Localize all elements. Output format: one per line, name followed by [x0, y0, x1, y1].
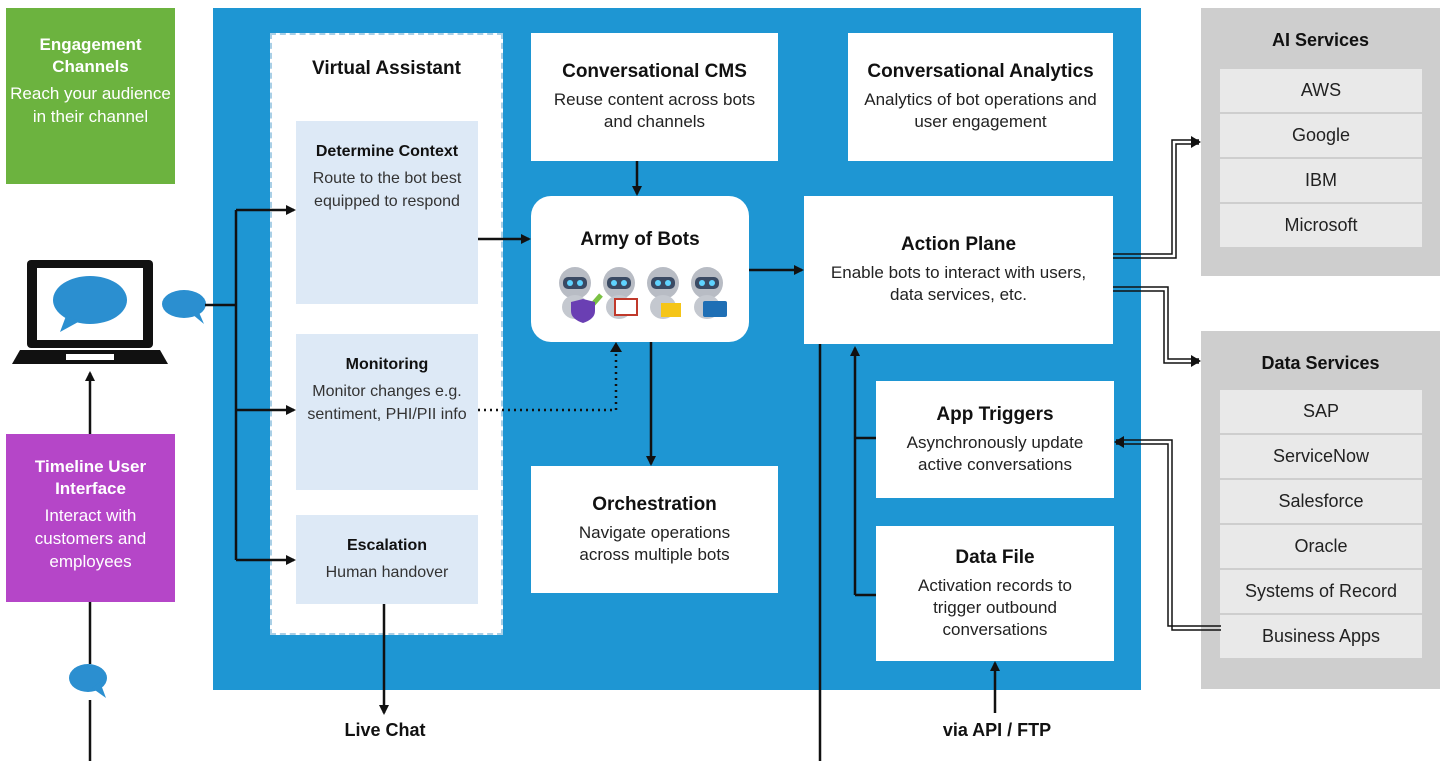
data-service-item: Systems of Record — [1220, 570, 1422, 615]
double-line-data-a — [1113, 286, 1199, 360]
bots-illustration — [559, 267, 727, 323]
monitoring-title: Monitoring — [345, 356, 429, 373]
data-service-item: ServiceNow — [1220, 435, 1422, 480]
engagement-channels-title: Engagement Channels — [39, 35, 142, 76]
army-of-bots-title: Army of Bots — [580, 229, 700, 250]
orchestration-title: Orchestration — [592, 493, 717, 515]
laptop-icon — [12, 260, 168, 364]
data-service-item: Salesforce — [1220, 480, 1422, 525]
app-triggers-box: App Triggers Asynchronously update activ… — [876, 381, 1114, 498]
data-services-panel: Data Services SAP ServiceNow Salesforce … — [1201, 331, 1440, 689]
data-service-item: Business Apps — [1220, 615, 1422, 660]
double-line-apps-a — [1116, 439, 1221, 631]
data-service-item: Oracle — [1220, 525, 1422, 570]
conversational-cms-box: Conversational CMS Reuse content across … — [531, 33, 778, 161]
conversational-analytics-box: Conversational Analytics Analytics of bo… — [848, 33, 1113, 161]
double-line-ai-a — [1113, 139, 1199, 255]
ai-services-panel: AI Services AWS Google IBM Microsoft — [1201, 8, 1440, 276]
chat-bubble-bottom-icon — [69, 664, 107, 698]
action-plane-title: Action Plane — [900, 234, 1017, 255]
double-line-ai-b — [1113, 143, 1199, 259]
data-services-title: Data Services — [1261, 353, 1380, 373]
escalation-desc: Human handover — [325, 564, 449, 581]
timeline-ui-box: Timeline User Interface Interact with cu… — [6, 434, 175, 602]
via-api-ftp-label: via API / FTP — [942, 720, 1052, 740]
engagement-channels-desc: Reach your audience in their channel — [10, 84, 171, 126]
bot-icon — [603, 267, 638, 319]
conversational-analytics-desc: Analytics of bot operations and user eng… — [864, 90, 1097, 131]
arrowhead-ai — [1191, 136, 1201, 148]
escalation-box: Escalation Human handover — [296, 515, 478, 604]
conversational-cms-desc: Reuse content across bots and channels — [553, 90, 756, 131]
ai-service-item: Microsoft — [1220, 204, 1422, 249]
data-file-title: Data File — [955, 546, 1035, 568]
data-file-desc: Activation records to trigger outbound c… — [917, 575, 1072, 639]
escalation-title: Escalation — [346, 537, 428, 554]
data-file-box: Data File Activation records to trigger … — [876, 526, 1114, 661]
monitoring-box: Monitoring Monitor changes e.g. sentimen… — [296, 334, 478, 490]
chat-bubble-icon — [162, 290, 206, 324]
determine-context-box: Determine Context Route to the bot best … — [296, 121, 478, 304]
data-service-item: SAP — [1220, 390, 1422, 435]
app-triggers-desc: Asynchronously update active conversatio… — [906, 432, 1084, 474]
timeline-ui-title: Timeline User Interface — [34, 457, 147, 498]
ai-service-item: AWS — [1220, 69, 1422, 114]
action-plane-box: Action Plane Enable bots to interact wit… — [804, 196, 1113, 344]
orchestration-box: Orchestration Navigate operations across… — [531, 466, 778, 593]
monitoring-desc: Monitor changes e.g. sentiment, PHI/PII … — [307, 383, 467, 423]
conversational-analytics-title: Conversational Analytics — [867, 61, 1094, 82]
ai-services-title: AI Services — [1271, 30, 1370, 50]
army-of-bots-box: Army of Bots — [531, 196, 749, 342]
determine-context-desc: Route to the bot best equipped to respon… — [312, 170, 462, 210]
conversational-cms-title: Conversational CMS — [562, 61, 747, 82]
determine-context-title: Determine Context — [315, 143, 459, 160]
double-line-apps-b — [1116, 443, 1221, 627]
bot-icon — [691, 267, 727, 319]
engagement-channels-box: Engagement Channels Reach your audience … — [6, 8, 175, 184]
arrowhead-triggers — [1114, 436, 1124, 448]
dotted-arrowhead — [610, 342, 622, 352]
arrowhead-data — [1191, 355, 1201, 367]
bot-icon — [559, 267, 603, 323]
ai-service-item: Google — [1220, 114, 1422, 159]
orchestration-desc: Navigate operations across multiple bots — [578, 522, 731, 564]
virtual-assistant-title: Virtual Assistant — [312, 58, 461, 79]
app-triggers-title: App Triggers — [936, 403, 1054, 425]
timeline-ui-desc: Interact with customers and employees — [34, 506, 147, 571]
bot-icon — [647, 267, 681, 319]
action-plane-desc: Enable bots to interact with users, data… — [830, 263, 1087, 304]
double-line-data-b — [1113, 290, 1199, 364]
dotted-monitoring-to-bots — [478, 348, 618, 412]
live-chat-label: Live Chat — [344, 720, 426, 740]
ai-service-item: IBM — [1220, 159, 1422, 204]
